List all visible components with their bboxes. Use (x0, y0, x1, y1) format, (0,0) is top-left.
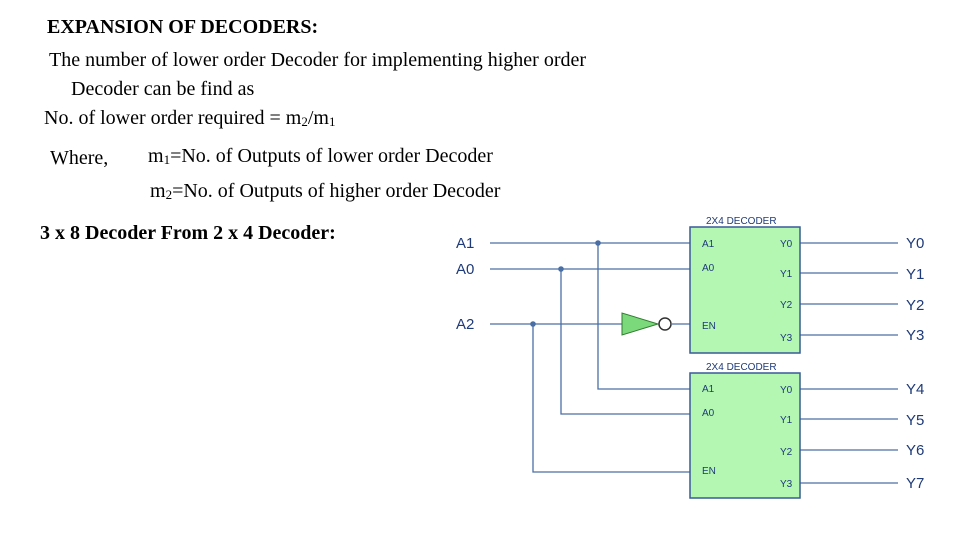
section-subtitle: 3 x 8 Decoder From 2 x 4 Decoder: (40, 222, 336, 244)
description-line-1: The number of lower order Decoder for im… (49, 49, 587, 71)
input-labels: A1 A0 A2 (456, 235, 474, 333)
output-label-y0: Y0 (906, 235, 924, 252)
decoder-1-body (689, 226, 801, 354)
wire-a2-branch (532, 324, 690, 473)
decoder-2-input-en: EN (702, 466, 716, 477)
formula-prefix: No. of lower order required = m (44, 107, 302, 129)
formula: No. of lower order required = m2/m1 (44, 106, 335, 130)
where-label: Where, (50, 147, 109, 169)
decoder-1-caption: 2X4 DECODER (706, 216, 777, 227)
decoder-1-output-y0: Y0 (780, 239, 793, 250)
page-title: EXPANSION OF DECODERS: (47, 16, 319, 38)
output-label-y3: Y3 (906, 327, 924, 344)
decoder-block-1: 2X4 DECODER A1 A0 EN Y0 Y1 Y2 Y3 (689, 216, 801, 354)
inverter-gate (621, 312, 672, 336)
output-label-y5: Y5 (906, 412, 924, 429)
input-label-a1: A1 (456, 235, 474, 252)
inverter-triangle (621, 312, 660, 336)
description-line-2: Decoder can be find as (71, 78, 255, 100)
decoder-2-output-y0: Y0 (780, 385, 793, 396)
m1-definition: m1=No. of Outputs of lower order Decoder (148, 144, 493, 168)
input-label-a2: A2 (456, 316, 474, 333)
output-labels: Y0 Y1 Y2 Y3 Y4 Y5 Y6 Y7 (906, 235, 924, 492)
inverter-bubble (658, 317, 672, 331)
junction-a1 (595, 240, 601, 246)
decoder-1-output-y2: Y2 (780, 300, 793, 311)
decoder-1-output-y1: Y1 (780, 269, 793, 280)
decoder-2-caption: 2X4 DECODER (706, 362, 777, 373)
decoder-1-input-a0: A0 (702, 263, 715, 274)
decoder-1-output-y3: Y3 (780, 333, 793, 344)
decoder-2-input-a1: A1 (702, 384, 715, 395)
decoder-block-2: 2X4 DECODER A1 A0 EN Y0 Y1 Y2 Y3 (689, 362, 801, 499)
m2-text: =No. of Outputs of higher order Decoder (172, 180, 501, 202)
wires (490, 242, 898, 484)
m1-text: =No. of Outputs of lower order Decoder (170, 145, 493, 167)
m1-symbol: m (148, 145, 164, 167)
decoder-2-output-y2: Y2 (780, 447, 793, 458)
output-label-y2: Y2 (906, 297, 924, 314)
wire-a0-branch (560, 269, 690, 415)
junction-a2 (530, 321, 536, 327)
input-label-a0: A0 (456, 261, 474, 278)
output-label-y6: Y6 (906, 442, 924, 459)
output-label-y1: Y1 (906, 266, 924, 283)
m2-sub: 2 (165, 187, 173, 202)
formula-mid: /m (307, 107, 329, 129)
junction-a0 (558, 266, 564, 272)
formula-sub-2: 1 (328, 114, 336, 129)
output-label-y4: Y4 (906, 381, 924, 398)
m2-symbol: m (150, 180, 166, 202)
decoder-2-body (689, 372, 801, 499)
decoder-1-input-en: EN (702, 321, 716, 332)
m1-sub: 1 (163, 152, 171, 167)
junctions (530, 240, 601, 327)
decoder-2-output-y1: Y1 (780, 415, 793, 426)
output-label-y7: Y7 (906, 475, 924, 492)
wire-a1-branch (597, 243, 690, 390)
m2-definition: m2=No. of Outputs of higher order Decode… (150, 179, 500, 203)
formula-sub-1: 2 (301, 114, 308, 129)
decoder-2-input-a0: A0 (702, 408, 715, 419)
decoder-2-output-y3: Y3 (780, 479, 793, 490)
decoder-1-input-a1: A1 (702, 239, 715, 250)
